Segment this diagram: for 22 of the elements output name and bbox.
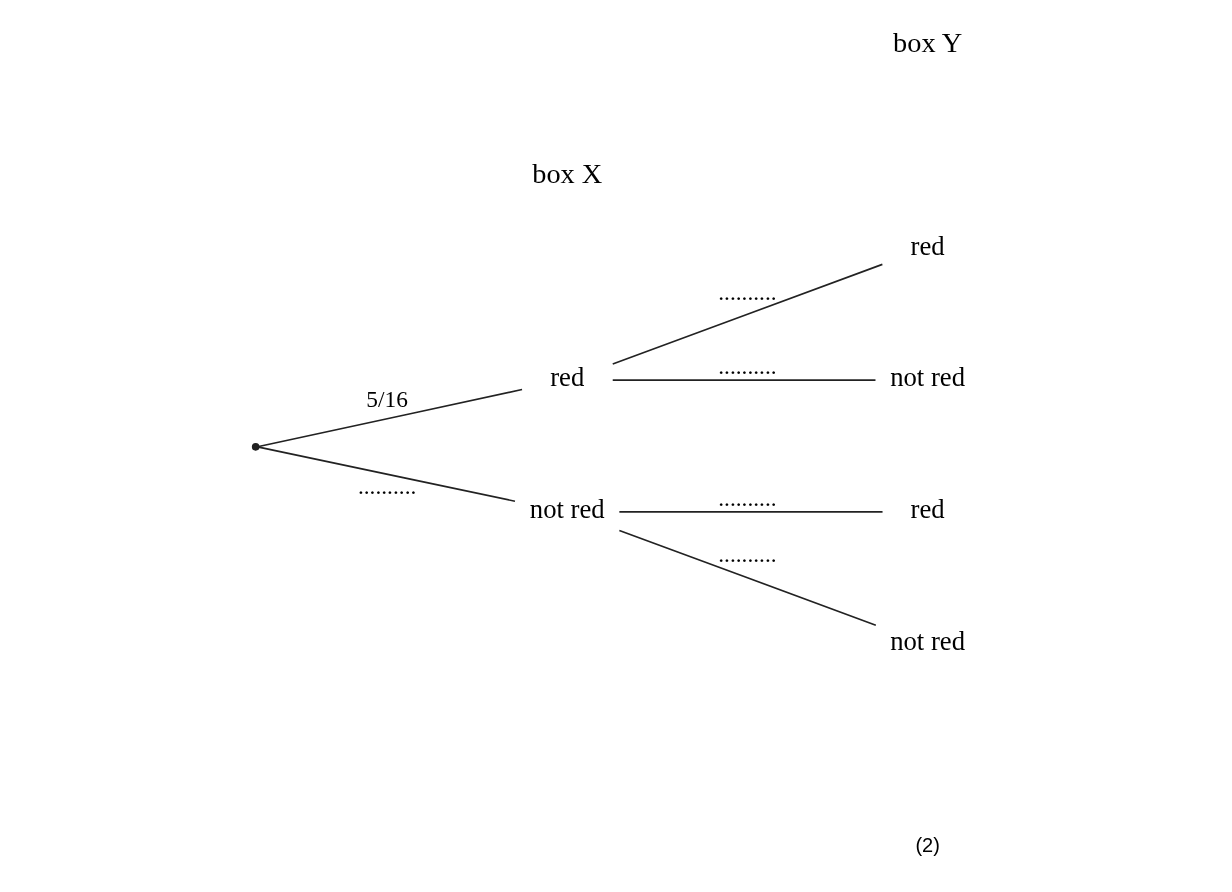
connector (611, 263, 884, 365)
node-text: red (910, 494, 945, 525)
edge-label: 5/16 (366, 386, 408, 413)
edge-label: .......... (718, 279, 777, 306)
node-point (251, 443, 260, 451)
node-text: not red (890, 362, 966, 393)
node-text: not red (890, 626, 966, 657)
edge-label: .......... (718, 541, 777, 568)
label: box Y (893, 26, 963, 58)
label: box X (532, 158, 603, 190)
connector (257, 388, 523, 448)
connector (618, 511, 884, 513)
connector (618, 529, 877, 626)
node-text: not red (529, 494, 605, 525)
edge-label: .......... (718, 352, 777, 379)
node-text: red (910, 230, 945, 261)
edge-label: .......... (718, 484, 777, 511)
edge-label: .......... (357, 472, 417, 499)
connector (611, 379, 877, 381)
node-text: red (550, 362, 585, 393)
label: (2) (915, 834, 940, 857)
connector (257, 446, 516, 503)
